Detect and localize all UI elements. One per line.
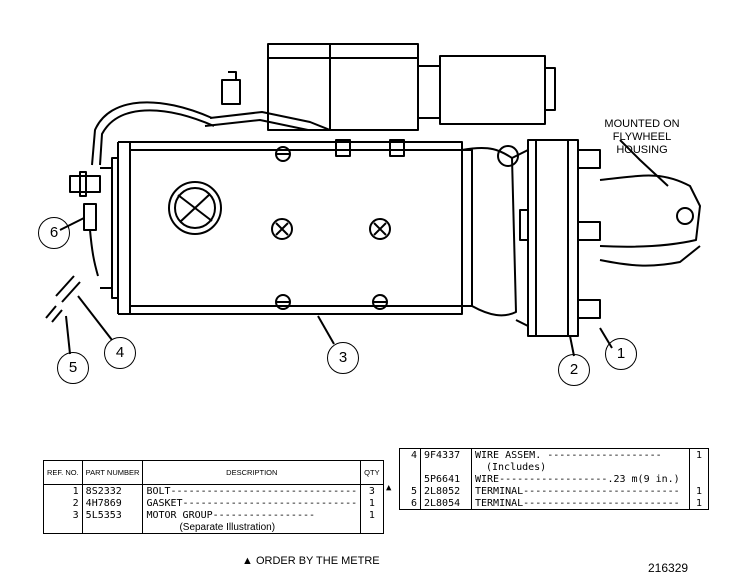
order-by-metre-mark: ▲ (386, 483, 392, 493)
desc-cell: TERMINAL-------------------------- (471, 485, 690, 497)
part-cell (81, 521, 144, 534)
callout-label: 4 (115, 344, 125, 361)
callout-label: 5 (68, 359, 78, 376)
mounting-note-text: MOUNTED ON FLYWHEEL HOUSING (604, 118, 680, 156)
part-cell: 5P6641 (420, 473, 472, 485)
figure-number: 216329 (648, 561, 689, 575)
ref-cell: 3 (43, 509, 83, 521)
table-row: 3 5L5353 MOTOR GROUP----------------- 1 (43, 509, 384, 521)
solenoid (267, 43, 419, 131)
desc-cell: WIRE------------------.23 m(9 in.) (471, 473, 690, 485)
ref-cell: 4 (399, 448, 421, 461)
ref-cell: 1 (43, 484, 83, 497)
table-row: 6 2L8054 TERMINAL-----------------------… (399, 497, 709, 510)
table-row: 2 4H7869 GASKET-------------------------… (43, 497, 384, 509)
table-row: 5P6641 WIRE------------------.23 m(9 in.… (399, 473, 709, 485)
mounting-flange (527, 139, 579, 337)
header-part-number: PART NUMBER (81, 460, 144, 485)
qty-cell: 1 (360, 509, 384, 521)
table-row: 4 9F4337 WIRE ASSEM. -------------------… (399, 448, 709, 461)
ref-cell: 6 (399, 497, 421, 510)
part-cell: 2L8054 (420, 497, 472, 510)
ref-cell: 2 (43, 497, 83, 509)
parts-table-left: REF. NO. PART NUMBER DESCRIPTION QTY 1 8… (43, 460, 384, 534)
callout-label: 3 (338, 349, 348, 366)
desc-cell: GASKET----------------------------- (142, 497, 362, 509)
callout-3: 3 (327, 342, 359, 374)
qty-cell (360, 521, 384, 534)
table-row: 1 8S2332 BOLT---------------------------… (43, 484, 384, 497)
qty-cell: 1 (689, 448, 709, 461)
motor-housing (129, 141, 463, 315)
part-cell: 4H7869 (81, 497, 144, 509)
callout-1: 1 (605, 338, 637, 370)
callout-label: 6 (49, 224, 59, 241)
qty-cell: 3 (360, 484, 384, 497)
callout-5: 5 (57, 352, 89, 384)
qty-cell: 1 (689, 497, 709, 510)
header-description: DESCRIPTION (142, 460, 362, 485)
desc-cell: WIRE ASSEM. ------------------- (471, 448, 690, 461)
qty-cell (689, 461, 709, 473)
callout-4: 4 (104, 337, 136, 369)
callout-label: 1 (616, 345, 626, 362)
ref-cell: 5 (399, 485, 421, 497)
header-ref-no: REF. NO. (43, 460, 83, 485)
callout-2: 2 (558, 354, 590, 386)
callout-label: 2 (569, 361, 579, 378)
desc-cell: (Separate Illustration) (142, 521, 362, 534)
part-cell: 2L8052 (420, 485, 472, 497)
callout-6: 6 (38, 217, 70, 249)
desc-cell: (Includes) (471, 461, 690, 473)
desc-cell: TERMINAL-------------------------- (471, 497, 690, 510)
order-note: ▲ ORDER BY THE METRE (242, 555, 380, 567)
qty-cell: 1 (360, 497, 384, 509)
parts-table-right: 4 9F4337 WIRE ASSEM. -------------------… (399, 448, 709, 510)
desc-cell: MOTOR GROUP----------------- (142, 509, 362, 521)
table-row: 5 2L8052 TERMINAL-----------------------… (399, 485, 709, 497)
ref-cell (399, 461, 421, 473)
table-row: (Includes) (399, 461, 709, 473)
qty-cell: 1 (689, 485, 709, 497)
mounting-note: MOUNTED ON FLYWHEEL HOUSING (602, 118, 682, 157)
part-cell (420, 461, 472, 473)
table-row: (Separate Illustration) (43, 521, 384, 534)
part-cell: 8S2332 (81, 484, 144, 497)
part-cell: 5L5353 (81, 509, 144, 521)
header-qty: QTY (360, 460, 384, 485)
desc-cell: BOLT------------------------------- (142, 484, 362, 497)
ref-cell (43, 521, 83, 534)
ref-cell (399, 473, 421, 485)
part-cell: 9F4337 (420, 448, 472, 461)
qty-cell (689, 473, 709, 485)
starter-motor-drawing (45, 43, 701, 357)
